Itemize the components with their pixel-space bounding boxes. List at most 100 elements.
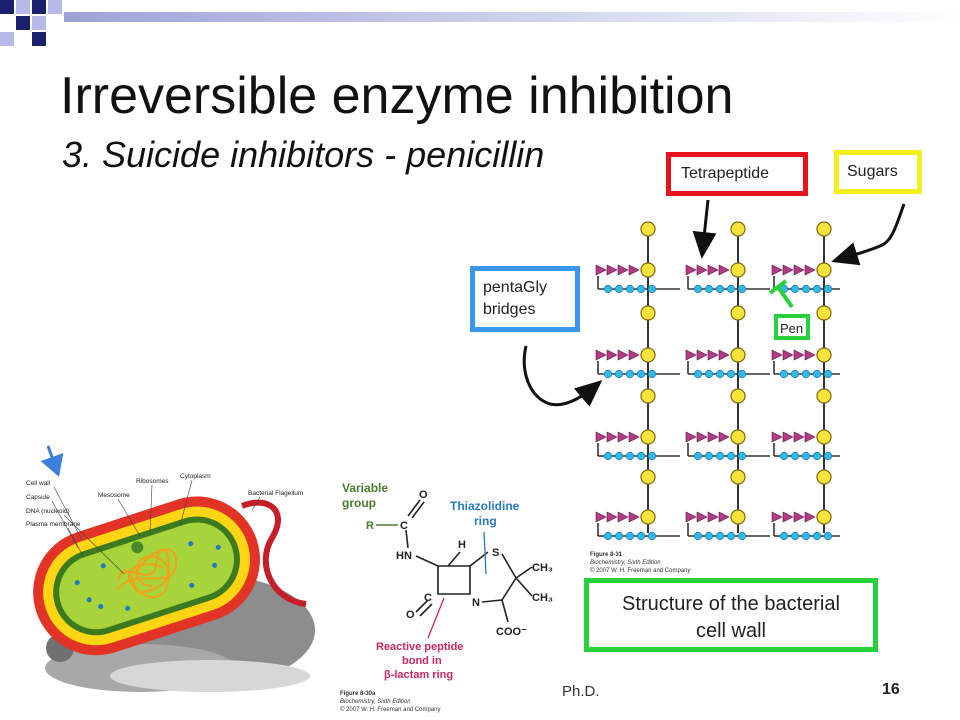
deco-square	[0, 0, 14, 14]
peptide-unit	[685, 431, 697, 443]
variable-group-line: Variable	[342, 481, 388, 495]
sugar-unit	[730, 469, 746, 485]
lattice-credit-line: Figure 8-31	[590, 552, 623, 558]
glycine-unit	[801, 451, 811, 461]
sugar-unit	[730, 221, 746, 237]
peptide-unit	[782, 264, 794, 276]
peptide-unit	[804, 431, 816, 443]
peptide-unit	[606, 349, 618, 361]
glycine-unit	[823, 369, 833, 379]
peptide-unit	[804, 349, 816, 361]
peptide-unit	[595, 349, 607, 361]
chem-credit-line: Figure 8-30a	[340, 691, 376, 697]
reactive-bond-line: Reactive peptide	[376, 641, 463, 653]
sugar-unit	[640, 509, 656, 525]
glycine-unit	[726, 451, 736, 461]
penicillin-structure: Variable group Thiazolidine ring Reactiv…	[342, 481, 553, 681]
footer-text: Ph.D.	[562, 683, 600, 700]
deco-square	[32, 32, 46, 46]
caption-line: Structure of the bacterial	[622, 593, 840, 615]
peptide-unit	[793, 511, 805, 523]
peptide-unit	[595, 431, 607, 443]
sugar-unit	[816, 347, 832, 363]
pentagly-bridges-label: pentaGly bridges	[470, 266, 580, 332]
glycine-unit	[704, 531, 714, 541]
glycine-unit	[737, 369, 747, 379]
peptide-unit	[595, 264, 607, 276]
peptide-unit	[718, 431, 730, 443]
glycine-unit	[625, 531, 635, 541]
pen-label: Pen	[774, 314, 810, 340]
glycine-unit	[779, 284, 789, 294]
atom-C: C	[424, 592, 432, 604]
atom-S: S	[492, 547, 499, 559]
thiazolidine-line: Thiazolidine	[450, 499, 520, 513]
sugar-unit	[730, 429, 746, 445]
deco-square	[48, 0, 62, 14]
glycine-unit	[790, 369, 800, 379]
glycine-unit	[779, 531, 789, 541]
atom-HN: HN	[396, 550, 412, 562]
glycine-unit	[625, 369, 635, 379]
peptide-unit	[628, 349, 640, 361]
peptide-unit	[696, 264, 708, 276]
peptide-unit	[685, 511, 697, 523]
glycine-unit	[823, 451, 833, 461]
glycine-unit	[715, 451, 725, 461]
slide-decoration	[0, 0, 960, 46]
lattice-credit-line: © 2007 W. H. Freeman and Company	[590, 568, 691, 574]
peptide-unit	[804, 264, 816, 276]
sugar-unit	[816, 221, 832, 237]
peptide-unit	[606, 511, 618, 523]
glycine-unit	[812, 284, 822, 294]
glycine-unit	[715, 531, 725, 541]
glycine-unit	[801, 284, 811, 294]
peptide-unit	[628, 264, 640, 276]
peptide-unit	[793, 264, 805, 276]
peptide-unit	[793, 431, 805, 443]
peptide-unit	[707, 431, 719, 443]
glycine-unit	[823, 531, 833, 541]
glycine-unit	[823, 284, 833, 294]
slide-title: Irreversible enzyme inhibition	[60, 67, 734, 125]
peptide-unit	[782, 431, 794, 443]
label-ribosomes: Ribosomes	[136, 478, 169, 485]
glycine-unit	[614, 451, 624, 461]
glycine-unit	[647, 284, 657, 294]
variable-group-line: group	[342, 496, 376, 510]
bridges-line: bridges	[483, 301, 536, 318]
sugar-unit	[816, 388, 832, 404]
glycine-unit	[726, 369, 736, 379]
reactive-bond-line: β-lactam ring	[384, 669, 453, 681]
glycine-unit	[693, 284, 703, 294]
peptide-unit	[696, 349, 708, 361]
glycine-unit	[726, 531, 736, 541]
sugar-unit	[640, 469, 656, 485]
deco-square	[16, 16, 30, 30]
glycine-unit	[636, 369, 646, 379]
deco-square	[32, 0, 46, 14]
glycine-unit	[704, 451, 714, 461]
glycine-unit	[636, 284, 646, 294]
beta-lactam-pointer	[427, 597, 445, 639]
peptide-unit	[696, 511, 708, 523]
caption-line: cell wall	[695, 620, 767, 642]
peptide-unit	[804, 511, 816, 523]
atom-CH3: CH₃	[532, 592, 553, 604]
label-cytoplasm: Cytoplasm	[180, 473, 211, 480]
thiazolidine-pointer	[483, 531, 487, 575]
chemical-bonds	[376, 499, 533, 623]
sugar-unit	[730, 262, 746, 278]
bacterial-cell-illustration: Cell wall Capsule DNA (nucleoid) Plasma …	[26, 473, 315, 692]
peptide-unit	[595, 511, 607, 523]
glycine-unit	[647, 369, 657, 379]
peptide-unit	[628, 511, 640, 523]
label-capsule: Capsule	[26, 494, 50, 501]
sugar-unit	[730, 388, 746, 404]
peptide-unit	[771, 349, 783, 361]
glycine-unit	[737, 284, 747, 294]
sugar-unit	[640, 388, 656, 404]
tetrapeptide-label: Tetrapeptide	[666, 152, 808, 196]
sugar-unit	[816, 262, 832, 278]
sugar-unit	[816, 305, 832, 321]
